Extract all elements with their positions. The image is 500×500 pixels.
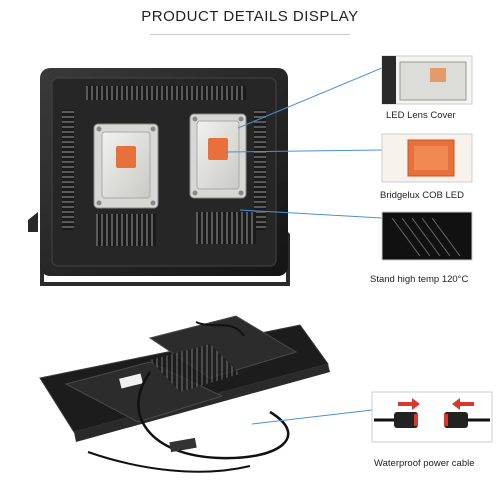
callout-label-cable: Waterproof power cable <box>374 458 475 469</box>
callout-line-lens <box>237 67 383 129</box>
page-title: PRODUCT DETAILS DISPLAY <box>141 8 359 25</box>
title-underline <box>150 34 350 35</box>
callout-line-cable <box>251 409 373 425</box>
bottom-vents-left <box>96 214 156 246</box>
lens-cover-icon <box>381 55 473 105</box>
callout-label-lens-cover: LED Lens Cover <box>386 110 456 121</box>
cob-led-icon <box>381 133 473 183</box>
flood-light-back <box>39 315 330 473</box>
waterproof-connector-icon <box>371 391 493 443</box>
connector-female <box>444 412 468 428</box>
product-sticker <box>119 373 143 389</box>
arrow-right-icon <box>398 398 420 410</box>
power-cable <box>137 371 290 460</box>
callout-label-heat: Stand high temp 120°C <box>370 274 469 285</box>
callout-label-cob-led: Bridgelux COB LED <box>380 190 464 201</box>
arrow-left-icon <box>452 398 474 410</box>
back-plate-left <box>64 361 224 423</box>
callout-lines <box>225 67 383 425</box>
top-vents <box>86 86 246 100</box>
cob-chip-right <box>208 138 228 160</box>
heat-sink-icon <box>381 211 473 261</box>
left-vents <box>62 110 74 230</box>
bottom-vents-right <box>196 212 256 244</box>
callout-line-cob <box>225 149 383 153</box>
callout-line-heat <box>239 209 383 219</box>
flood-light-front <box>28 68 290 286</box>
right-vents <box>254 110 266 230</box>
cob-chip-left <box>116 146 136 168</box>
connector-male <box>394 412 418 428</box>
